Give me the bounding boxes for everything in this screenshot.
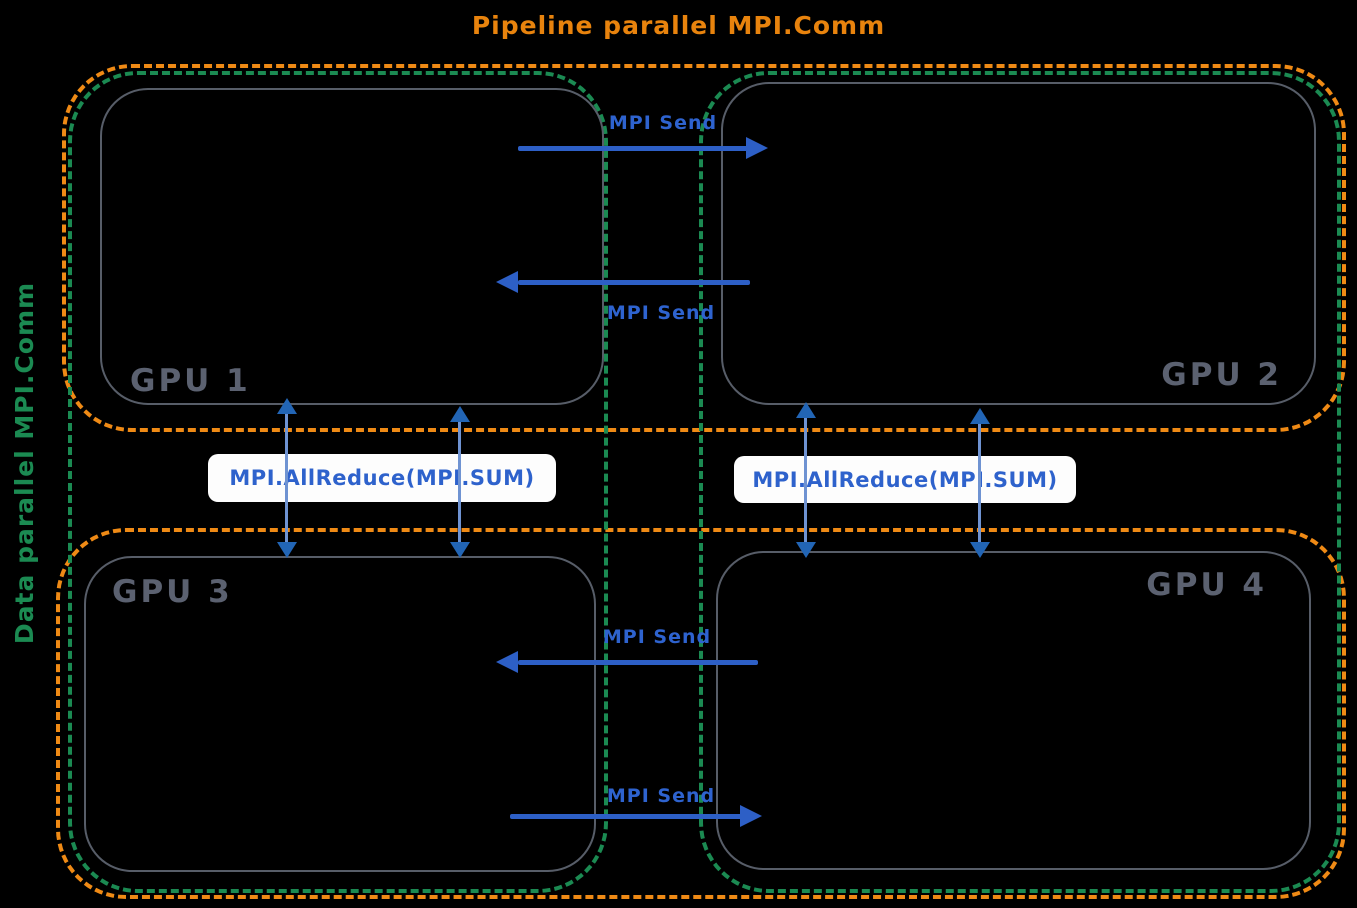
mpi-send-arrow-shaft: [518, 660, 758, 665]
gpu2-label: GPU 2: [1161, 357, 1282, 393]
pipeline-group-top-border: [62, 64, 1346, 432]
mpi-send-arrow-shaft: [510, 814, 742, 819]
arrowhead-right-icon: [740, 805, 762, 827]
allreduce-label-left-text: MPI.AllReduce(MPI.SUM): [229, 466, 535, 490]
arrowhead-up-icon: [450, 406, 470, 422]
mpi-send-label-bottom-left: MPI Send: [602, 626, 712, 648]
gpu4-label: GPU 4: [1146, 567, 1267, 603]
gpu3-label: GPU 3: [112, 574, 233, 610]
arrowhead-down-icon: [970, 542, 990, 558]
gpu1-box: GPU 1: [100, 88, 604, 405]
pipeline-parallel-title: Pipeline parallel MPI.Comm: [471, 11, 886, 40]
data-group-right-border: [699, 71, 1341, 893]
allreduce-label-left: MPI.AllReduce(MPI.SUM): [208, 454, 556, 502]
allreduce-label-right-text: MPI.AllReduce(MPI.SUM): [752, 467, 1058, 492]
mpi-send-label-top-right: MPI Send: [608, 112, 718, 134]
mpi-send-arrow-shaft: [518, 280, 750, 285]
gpu1-label: GPU 1: [130, 363, 251, 399]
gpu3-box: GPU 3: [84, 556, 596, 872]
arrowhead-up-icon: [277, 398, 297, 414]
data-group-left-border: [68, 71, 608, 893]
arrowhead-down-icon: [277, 542, 297, 558]
data-parallel-title: Data parallel MPI.Comm: [10, 281, 39, 645]
arrowhead-right-icon: [746, 137, 768, 159]
arrowhead-left-icon: [496, 271, 518, 293]
allreduce-arrow-shaft: [458, 418, 461, 544]
gpu4-box: GPU 4: [716, 551, 1311, 870]
allreduce-arrow-shaft: [978, 420, 981, 544]
arrowhead-down-icon: [796, 542, 816, 558]
arrowhead-up-icon: [970, 408, 990, 424]
arrowhead-down-icon: [450, 542, 470, 558]
mpi-send-label-bottom-right: MPI Send: [606, 785, 716, 807]
gpu2-box: GPU 2: [721, 82, 1316, 405]
arrowhead-left-icon: [496, 651, 518, 673]
arrowhead-up-icon: [796, 402, 816, 418]
mpi-send-arrow-shaft: [518, 146, 748, 151]
mpi-send-label-top-left: MPI Send: [606, 302, 716, 324]
allreduce-arrow-shaft: [285, 410, 288, 544]
allreduce-arrow-shaft: [804, 414, 807, 544]
allreduce-label-right: MPI.AllReduce(MPI.SUM): [734, 456, 1076, 503]
